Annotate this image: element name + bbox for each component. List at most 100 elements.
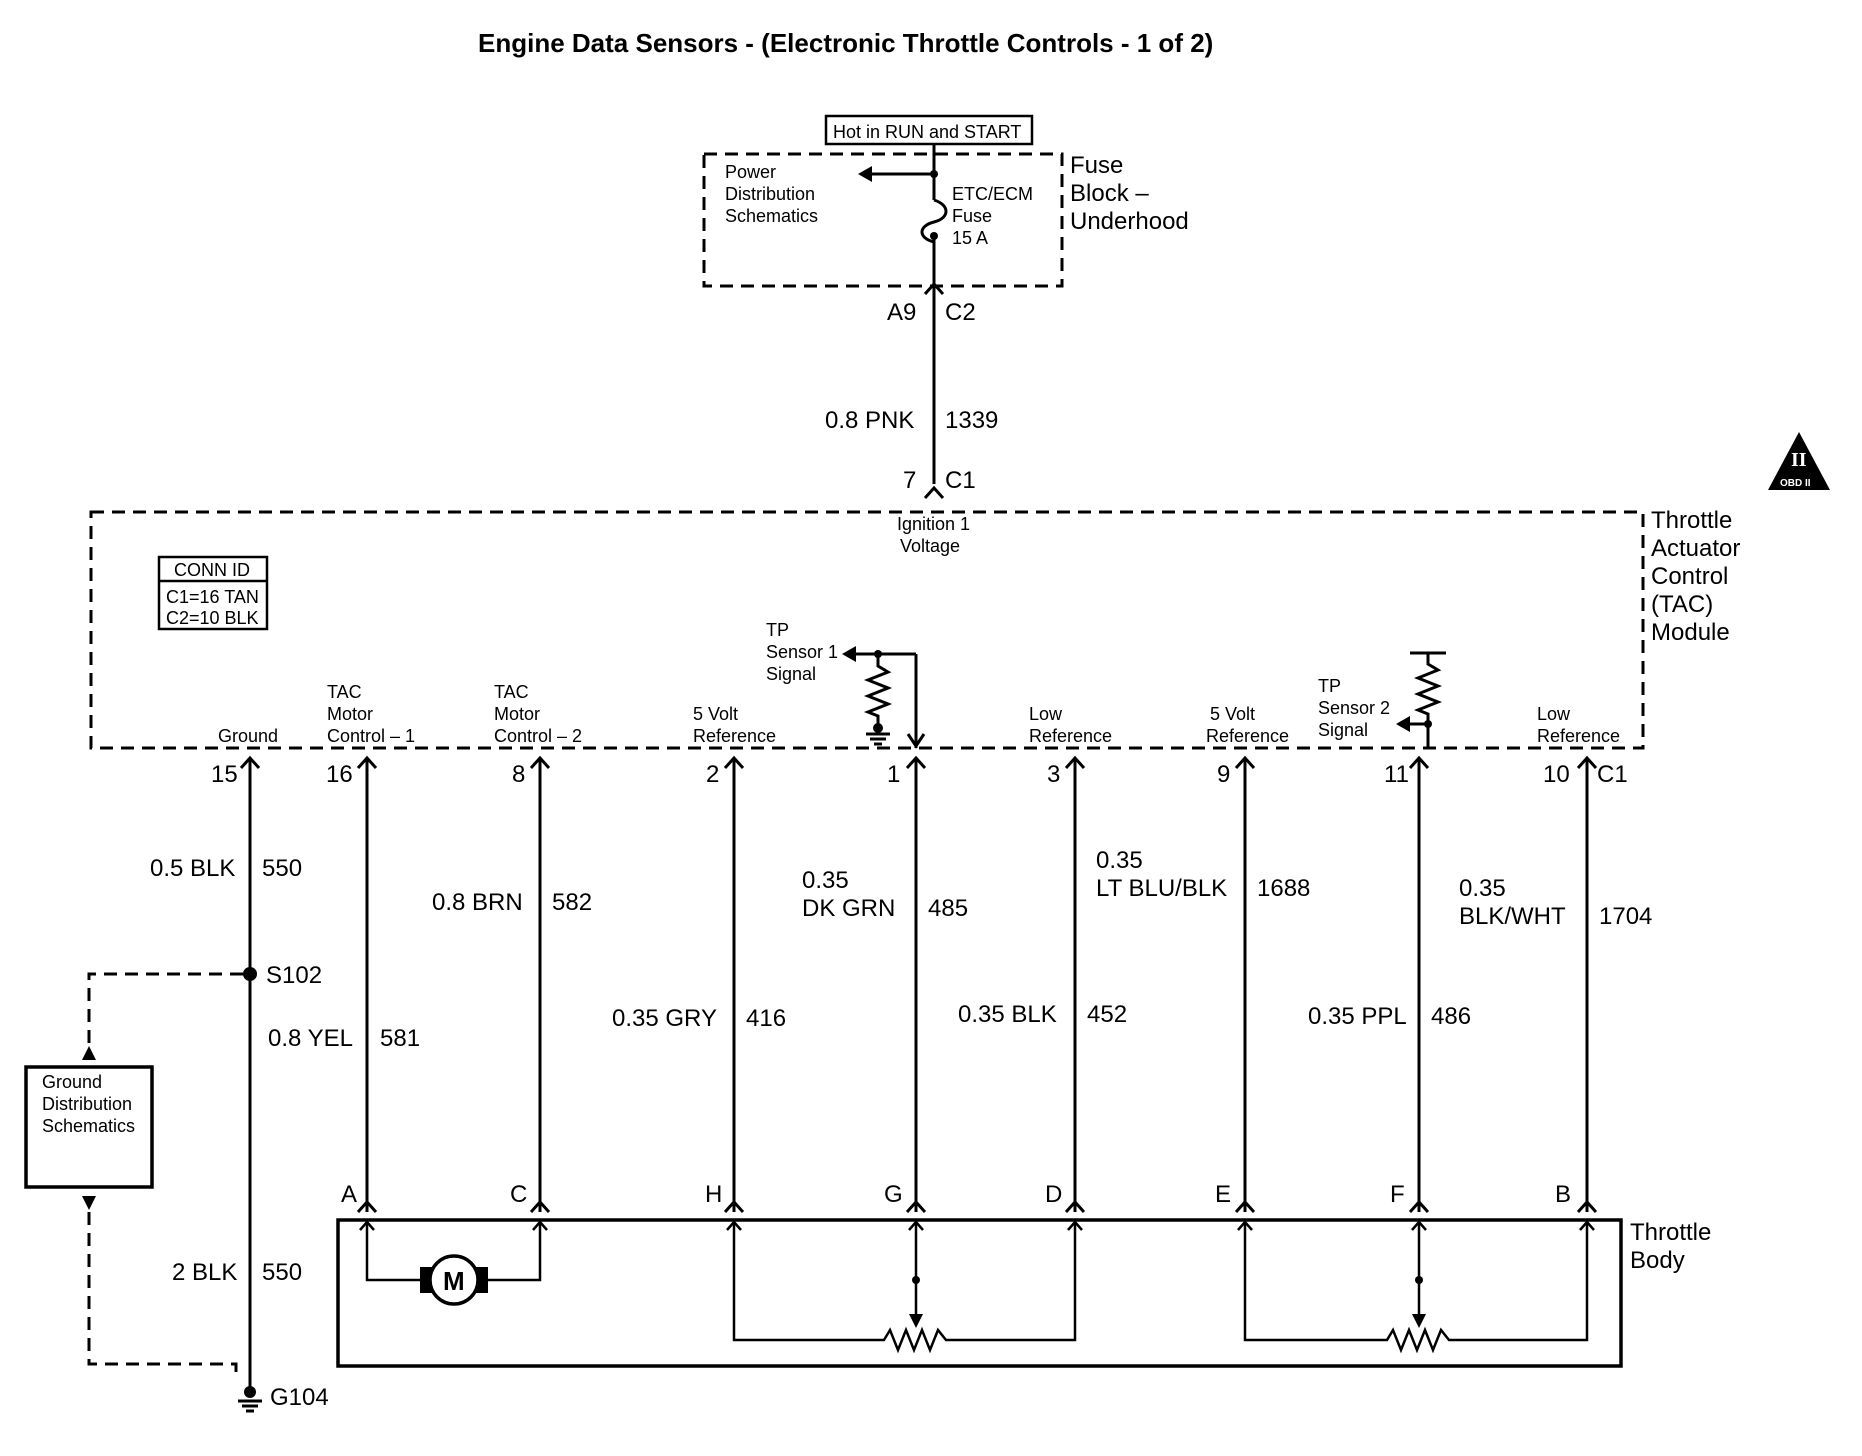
term-10-label-line-2: Reference: [1537, 726, 1620, 746]
body-pin-a: A: [341, 1181, 357, 1208]
conn-id-header: CONN ID: [174, 560, 250, 580]
motor-icon: [428, 1254, 480, 1306]
ground-ref-dashed-upper: [87, 972, 243, 1046]
term-3-label-line-1: Low: [1029, 704, 1063, 724]
ground-g104-label: G104: [270, 1384, 329, 1411]
power-ref-line-2: Distribution: [725, 184, 815, 204]
term-16-label-line-3: Control – 1: [327, 726, 415, 746]
motor-brush-left: [420, 1267, 432, 1293]
module-input-pin: 7: [903, 467, 916, 494]
hot-label-box: [824, 114, 1034, 146]
fuse-label-line-1: ETC/ECM: [952, 184, 1033, 204]
throttle-body-name-line-1: Throttle: [1630, 1219, 1711, 1246]
fuse-block-connector: C2: [945, 299, 976, 326]
term-2-label-line-2: Reference: [693, 726, 776, 746]
body-conn-g: [905, 1199, 927, 1214]
term-10-label-line-1: Low: [1537, 704, 1571, 724]
pin-16: 16: [326, 761, 353, 788]
wire-485-circuit: 485: [928, 895, 968, 922]
ground-g104-dot: [244, 1386, 256, 1398]
body-pin-e: E: [1215, 1181, 1231, 1208]
fuse-block-name-line-2: Block –: [1070, 180, 1149, 207]
ground-ref-dashed-lower: [87, 1212, 238, 1380]
throttle-body-boundary: [336, 1218, 1623, 1368]
conn-id-box: [157, 555, 269, 631]
wire-485-gauge-line-1: 0.35: [802, 867, 849, 894]
pin-1: 1: [887, 761, 900, 788]
ground-ref-arrow-up: [82, 1046, 96, 1060]
ground-lower-gauge-color: 2 BLK: [172, 1259, 237, 1286]
tac-module-name-line-5: Module: [1651, 619, 1730, 646]
term-2-label-line-1: 5 Volt: [693, 704, 738, 724]
conn-id-row-1: C1=16 TAN: [166, 587, 259, 607]
hot-label: Hot in RUN and START: [833, 122, 1021, 142]
ground-lower-circuit: 550: [262, 1259, 302, 1286]
module-input-connector: C1: [945, 467, 976, 494]
wire-1704-gauge-line-1: 0.35: [1459, 875, 1506, 902]
pin-10: 10: [1543, 761, 1570, 788]
wire-582-gauge-color: 0.8 BRN: [432, 889, 523, 916]
fuse-block-name-line-1: Fuse: [1070, 152, 1123, 179]
body-conn-a: [356, 1199, 378, 1214]
body-conn-d: [1064, 1199, 1086, 1214]
tac-module-name-line-3: Control: [1651, 563, 1728, 590]
wire-486-gauge-color: 0.35 PPL: [1308, 1003, 1407, 1030]
body-pin-d: D: [1045, 1181, 1062, 1208]
ground-ref-box: [24, 1065, 154, 1189]
fuse-block-boundary: [702, 152, 1064, 288]
motor-brush-right: [476, 1267, 488, 1293]
body-conn-e: [1234, 1199, 1256, 1214]
wire-452-gauge-color: 0.35 BLK: [958, 1001, 1057, 1028]
body-pin-h: H: [705, 1181, 722, 1208]
ground-ref-arrow-down: [82, 1196, 96, 1210]
tp1-ground-icon: [866, 732, 890, 746]
splice-label: S102: [266, 962, 322, 989]
tp2-pullup-resistor: [1413, 653, 1443, 724]
wire-416-circuit: 416: [746, 1005, 786, 1032]
body-pin-b: B: [1555, 1181, 1571, 1208]
tp2-wiper-arrow: [1412, 1314, 1426, 1328]
fuse-top-node: [930, 170, 938, 178]
tp1-arrowhead: [842, 646, 856, 662]
pin-15: 15: [211, 761, 238, 788]
term-8-label-line-2: Motor: [494, 704, 540, 724]
ground-ref-line-3: Schematics: [42, 1116, 135, 1136]
tac-module-name-line-4: (TAC): [1651, 591, 1713, 618]
tp2-arrowhead: [1396, 716, 1410, 732]
body-conn-c: [529, 1199, 551, 1214]
pin-3: 3: [1047, 761, 1060, 788]
ground-ref-line-2: Distribution: [42, 1094, 132, 1114]
ignition-wire-gauge-color: 0.8 PNK: [825, 407, 914, 434]
wire-1704-gauge-line-2: BLK/WHT: [1459, 903, 1566, 930]
tp1-label-line-1: TP: [766, 620, 789, 640]
wire-1688-gauge-line-1: 0.35: [1096, 847, 1143, 874]
power-ref-line-1: Power: [725, 162, 776, 182]
wire-1704-circuit: 1704: [1599, 903, 1652, 930]
conn-id-row-2: C2=10 BLK: [166, 608, 259, 628]
ignition-voltage-line-2: Voltage: [900, 536, 960, 556]
term-8-label-line-1: TAC: [494, 682, 529, 702]
wire-486-circuit: 486: [1431, 1003, 1471, 1030]
tp1-pot-loop: [732, 1222, 1077, 1354]
ground-g104-icon: [238, 1399, 262, 1413]
term-16-label-line-2: Motor: [327, 704, 373, 724]
obd-ii-triangle: [1768, 432, 1830, 490]
wire-550-gauge-color: 0.5 BLK: [150, 855, 235, 882]
tp1-label-line-3: Signal: [766, 664, 816, 684]
wire-550-circuit: 550: [262, 855, 302, 882]
term-9-label-line-2: Reference: [1206, 726, 1289, 746]
wire-581-circuit: 581: [380, 1025, 420, 1052]
obd-ii-numeral: II: [1791, 449, 1807, 471]
tp1-ground-dot: [873, 723, 883, 733]
diagram-title: Engine Data Sensors - (Electronic Thrott…: [478, 28, 1213, 58]
motor-symbol-letter: M: [443, 1266, 465, 1296]
module-input-connector-symbol: [923, 485, 945, 500]
wire-581-gauge-color: 0.8 YEL: [268, 1025, 353, 1052]
wire-582-circuit: 582: [552, 889, 592, 916]
fuse-block-pin: A9: [887, 299, 916, 326]
tp2-label-line-3: Signal: [1318, 720, 1368, 740]
tac-module-name-line-2: Actuator: [1651, 535, 1740, 562]
pin-2: 2: [706, 761, 719, 788]
obd-ii-badge: II OBD II: [1768, 432, 1830, 490]
